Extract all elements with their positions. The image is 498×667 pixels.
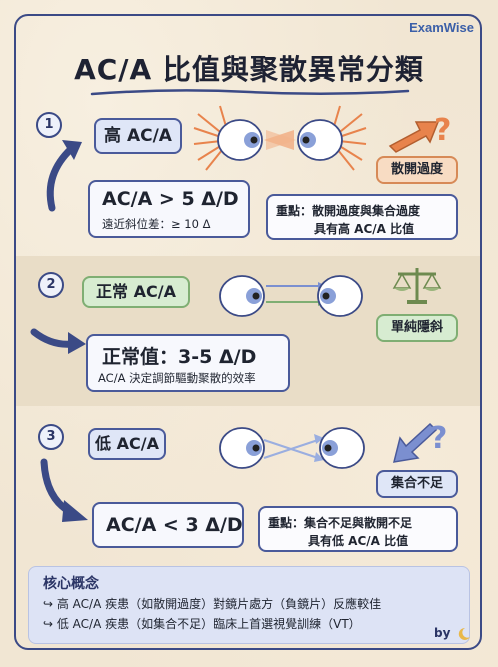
signature-label: by (434, 626, 451, 640)
balance-scale-icon (392, 268, 442, 304)
eye-icon (219, 275, 265, 317)
normal-aca-eyes-diagram (219, 275, 363, 317)
question-mark-icon: ? (434, 113, 451, 148)
high-aca-sub: 遠近斜位差：≥ 10 Δ (102, 217, 211, 231)
core-concept-title: 核心概念 (43, 576, 99, 592)
title-underline (90, 89, 410, 96)
question-mark-icon: ? (430, 421, 447, 456)
low-aca-note-box: 重點：集合不足與散開不足 具有低 AC/A 比值 (258, 506, 458, 552)
page-frame (14, 14, 482, 650)
high-aca-note-line2: 具有高 AC/A 比值 (314, 222, 415, 236)
eye-icon (297, 119, 343, 161)
divergence-excess-tag: 散開過度 (376, 156, 458, 184)
simple-phoria-tag: 單純隱斜 (376, 314, 458, 342)
signature: by (434, 626, 471, 641)
low-aca-note-line2: 具有低 AC/A 比值 (308, 534, 409, 548)
core-concept-line-2: ↪ 低 AC/A 疾患（如集合不足）臨床上首選視覺訓練（VT） (43, 617, 361, 631)
high-aca-pill: 高 AC/A (94, 118, 182, 154)
brand-label: ExamWise (409, 20, 474, 35)
section-3-number: 3 (38, 424, 64, 450)
low-aca-value: AC/A < 3 Δ/D (106, 514, 243, 536)
curved-arrow-icon (46, 140, 82, 212)
page-title: AC/A 比值與聚散異常分類 (74, 53, 424, 86)
moon-logo-icon (458, 627, 470, 640)
normal-aca-pill: 正常 AC/A (82, 276, 190, 308)
core-concept-line-1: ↪ 高 AC/A 疾患（如散開過度）對鏡片處方（負鏡片）反應較佳 (43, 597, 382, 611)
normal-aca-sub: AC/A 決定調節驅動聚散的效率 (98, 371, 256, 385)
high-aca-note-box: 重點：散開過度與集合過度 具有高 AC/A 比值 (266, 194, 458, 240)
section-2-number: 2 (38, 272, 64, 298)
normal-aca-value: 正常值：3-5 Δ/D (102, 346, 257, 368)
high-aca-value: AC/A > 5 Δ/D (102, 188, 239, 210)
arrow-up-right-icon: ? (388, 113, 451, 153)
low-aca-value-box: AC/A < 3 Δ/D (92, 502, 244, 548)
high-aca-note-line1: 重點：散開過度與集合過度 (276, 204, 421, 218)
arrow-down-left-icon: ? (392, 421, 447, 463)
eye-icon (219, 427, 265, 469)
eye-icon (217, 119, 263, 161)
eye-icon (319, 427, 365, 469)
convergence-insufficiency-tag: 集合不足 (376, 470, 458, 498)
core-concept-box: 核心概念 ↪ 高 AC/A 疾患（如散開過度）對鏡片處方（負鏡片）反應較佳 ↪ … (28, 566, 470, 644)
eye-icon (317, 275, 363, 317)
high-aca-eyes-diagram (193, 105, 367, 171)
curved-arrow-icon (40, 458, 88, 522)
curved-arrow-icon (30, 328, 86, 354)
high-aca-value-box: AC/A > 5 Δ/D 遠近斜位差：≥ 10 Δ (88, 180, 250, 238)
low-aca-eyes-diagram (219, 427, 365, 469)
section-1-number: 1 (36, 112, 62, 138)
normal-aca-value-box: 正常值：3-5 Δ/D AC/A 決定調節驅動聚散的效率 (86, 334, 290, 392)
low-aca-note-line1: 重點：集合不足與散開不足 (268, 516, 413, 530)
low-aca-pill: 低 AC/A (88, 428, 166, 460)
